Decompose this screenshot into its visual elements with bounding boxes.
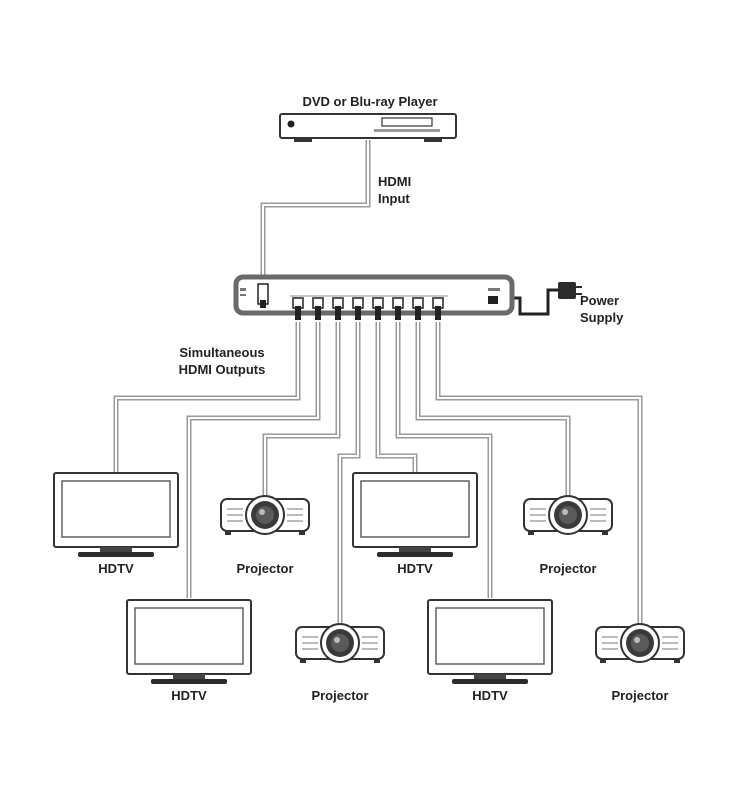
hdmi-output-cable-3 — [262, 322, 341, 498]
hdmi-output-cable-7 — [415, 322, 571, 498]
displays: HDTVHDTVProjectorProjectorHDTVHDTVProjec… — [53, 472, 685, 703]
hdmi-input-label-line-1: HDMI — [378, 174, 411, 189]
projector-label: Projector — [311, 688, 368, 703]
hdmi-output-port — [352, 297, 364, 320]
power-adapter — [558, 282, 582, 299]
hdmi-output-port — [372, 297, 384, 320]
outputs-label-line-1: Simultaneous — [179, 345, 264, 360]
hdmi-output-cable-5 — [375, 322, 418, 472]
hdmi-output-port — [332, 297, 344, 320]
hdmi-output-cable-1 — [113, 322, 301, 472]
hdtv-label: HDTV — [472, 688, 508, 703]
hdmi-output-port — [412, 297, 424, 320]
hdtv-label: HDTV — [171, 688, 207, 703]
projector-8: Projector — [595, 623, 685, 703]
power-label-line-2: Supply — [580, 310, 624, 325]
hdtv-5: HDTV — [352, 472, 478, 576]
projector-7: Projector — [523, 495, 613, 576]
hdmi-input-cable — [260, 140, 371, 282]
hdmi-splitter — [233, 274, 515, 320]
hdmi-output-port — [392, 297, 404, 320]
hdmi-input-label-line-2: Input — [378, 191, 410, 206]
projector-label: Projector — [611, 688, 668, 703]
power-cable — [502, 288, 560, 316]
hdmi-output-ports — [292, 297, 444, 320]
hdtv-2: HDTV — [126, 599, 252, 703]
hdtv-label: HDTV — [397, 561, 433, 576]
cables — [113, 140, 643, 626]
hdmi-output-cable-4 — [337, 322, 361, 626]
dvd-bluray-player — [279, 113, 457, 142]
hdmi-output-port — [292, 297, 304, 320]
projector-4: Projector — [295, 623, 385, 703]
power-label-line-1: Power — [580, 293, 619, 308]
hdmi-output-port — [312, 297, 324, 320]
hdtv-label: HDTV — [98, 561, 134, 576]
projector-label: Projector — [539, 561, 596, 576]
hdmi-output-cable-2 — [186, 322, 321, 598]
projector-3: Projector — [220, 495, 310, 576]
hdtv-1: HDTV — [53, 472, 179, 576]
hdmi-output-cable-8 — [435, 322, 643, 626]
hdmi-output-port — [432, 297, 444, 320]
source-label: DVD or Blu-ray Player — [302, 94, 437, 109]
hdmi-output-cable-6 — [395, 322, 493, 598]
hdtv-6: HDTV — [427, 599, 553, 703]
power-port — [488, 296, 498, 304]
outputs-label-line-2: HDMI Outputs — [179, 362, 266, 377]
projector-label: Projector — [236, 561, 293, 576]
